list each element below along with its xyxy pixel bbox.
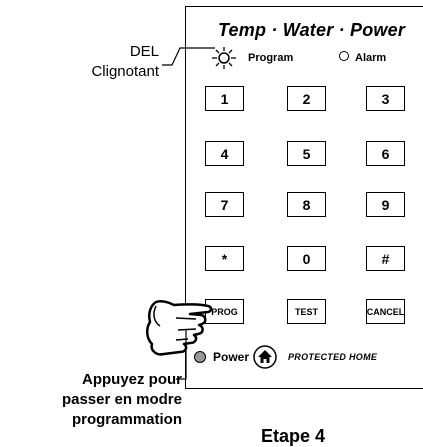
step-label: Etape 4 — [261, 426, 326, 446]
program-label: Program — [248, 52, 294, 64]
key-8[interactable]: 8 — [287, 192, 326, 217]
key-0[interactable]: 0 — [287, 246, 326, 271]
prog-callout-line1: Appuyez pour — [82, 371, 182, 388]
prog-callout-line2: passer en modre — [61, 391, 182, 408]
key-star[interactable]: * — [205, 246, 244, 271]
power-label: Power — [213, 350, 250, 364]
key-hash[interactable]: # — [366, 246, 405, 271]
led-callout-line1: DEL — [129, 43, 159, 60]
key-2[interactable]: 2 — [287, 86, 326, 111]
key-4[interactable]: 4 — [205, 141, 244, 166]
key-3[interactable]: 3 — [366, 86, 405, 111]
alarm-label: Alarm — [355, 52, 387, 64]
protected-home-label: PROTECTED HOME — [288, 352, 378, 362]
program-led-icon — [212, 47, 236, 69]
led-callout-line — [162, 47, 215, 66]
pointing-hand-icon — [146, 299, 213, 356]
key-7[interactable]: 7 — [205, 192, 244, 217]
led-callout: DEL Clignotant — [91, 42, 159, 82]
test-button[interactable]: TEST — [287, 299, 326, 324]
key-1[interactable]: 1 — [205, 86, 244, 111]
cancel-button[interactable]: CANCEL — [366, 299, 405, 324]
house-icon — [253, 345, 277, 369]
key-9[interactable]: 9 — [366, 192, 405, 217]
panel-title: Temp · Water · Power — [218, 20, 406, 40]
prog-callout-line — [176, 330, 187, 380]
power-led-icon — [194, 351, 206, 363]
prog-callout: Appuyez pour passer en modre programmati… — [62, 370, 182, 430]
key-6[interactable]: 6 — [366, 141, 405, 166]
key-5[interactable]: 5 — [287, 141, 326, 166]
prog-button[interactable]: PROG — [205, 299, 244, 324]
prog-callout-line3: programmation — [71, 411, 182, 428]
led-callout-line2: Clignotant — [91, 63, 159, 80]
keypad-panel — [185, 6, 423, 389]
alarm-led-icon — [339, 51, 349, 61]
